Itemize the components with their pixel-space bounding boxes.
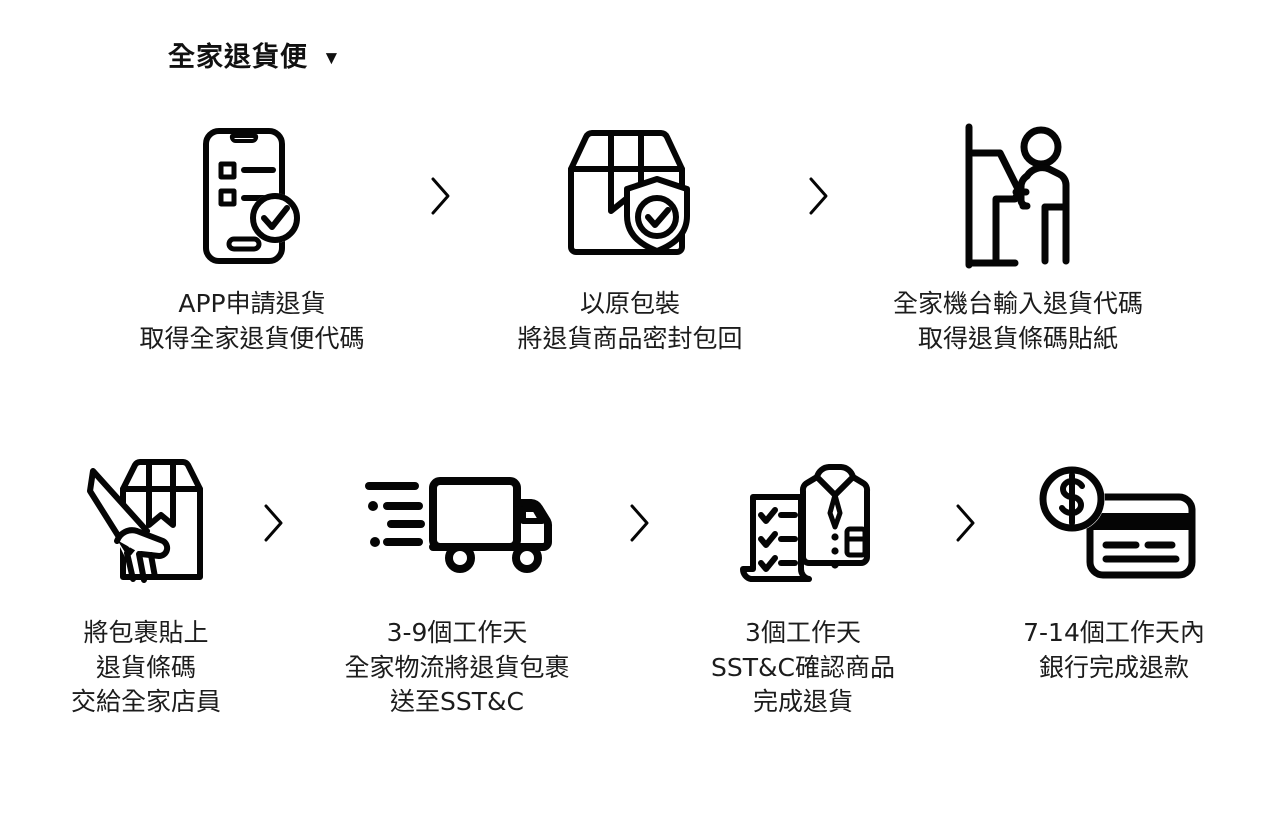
page-title-bar[interactable]: 全家退貨便 ▼ — [168, 44, 341, 71]
flow-step-5-caption: 3-9個工作天 全家物流將退貨包裹 送至SST&C — [344, 616, 569, 720]
checklist-shirt-inspection-icon — [731, 448, 876, 598]
caption-line: 送至SST&C — [390, 687, 524, 716]
flow-row-first: APP申請退貨 取得全家退貨便代碼 — [0, 118, 1280, 356]
flow-step-6: 3個工作天 SST&C確認商品 完成退貨 — [673, 448, 933, 720]
flow-step-3: 全家機台輸入退貨代碼 取得退貨條碼貼紙 — [858, 118, 1178, 356]
flow-step-2: 以原包裝 將退貨商品密封包回 — [480, 118, 780, 356]
credit-card-refund-icon — [1032, 448, 1197, 598]
chevron-right-icon — [933, 448, 999, 598]
caption-line: 退貨條碼 — [95, 652, 196, 682]
flow-row-second: 將包裹貼上 退貨條碼 交給全家店員 — [0, 448, 1280, 720]
caption-line: 將退貨商品密封包回 — [517, 323, 743, 353]
caption-line: 7-14個工作天內 — [1023, 618, 1205, 647]
caption-line: 取得全家退貨便代碼 — [139, 323, 365, 353]
caption-line: 以原包裝 — [579, 289, 680, 318]
flow-step-2-caption: 以原包裝 將退貨商品密封包回 — [517, 287, 742, 356]
caption-line: SST&C確認商品 — [711, 652, 895, 682]
phone-checklist-approved-icon — [192, 118, 312, 273]
page-title: 全家退貨便 — [168, 42, 308, 72]
caption-line: 交給全家店員 — [70, 687, 221, 716]
chevron-right-icon — [402, 118, 480, 273]
flow-step-3-caption: 全家機台輸入退貨代碼 取得退貨條碼貼紙 — [893, 287, 1143, 356]
caption-line: 完成退貨 — [752, 687, 853, 716]
caption-line: 銀行完成退款 — [1038, 652, 1189, 682]
hand-labeling-box-icon — [79, 448, 214, 598]
flow-step-1: APP申請退貨 取得全家退貨便代碼 — [102, 118, 402, 356]
chevron-right-icon — [607, 448, 673, 598]
flow-step-6-caption: 3個工作天 SST&C確認商品 完成退貨 — [711, 616, 895, 720]
flow-step-5: 3-9個工作天 全家物流將退貨包裹 送至SST&C — [307, 448, 607, 720]
sealed-box-shield-check-icon — [553, 118, 708, 273]
caption-line: APP申請退貨 — [178, 289, 326, 318]
caption-line: 3-9個工作天 — [386, 618, 528, 647]
person-at-kiosk-icon — [953, 118, 1083, 273]
flow-step-7: 7-14個工作天內 銀行完成退款 — [999, 448, 1229, 685]
chevron-down-icon[interactable]: ▼ — [322, 48, 341, 69]
chevron-right-icon — [780, 118, 858, 273]
flow-step-4: 將包裹貼上 退貨條碼 交給全家店員 — [51, 448, 241, 720]
caption-line: 全家物流將退貨包裹 — [344, 652, 570, 682]
caption-line: 3個工作天 — [745, 618, 861, 647]
caption-line: 將包裹貼上 — [83, 618, 209, 647]
chevron-right-icon — [241, 448, 307, 598]
delivery-truck-icon — [357, 448, 557, 598]
caption-line: 取得退貨條碼貼紙 — [917, 323, 1118, 353]
caption-line: 全家機台輸入退貨代碼 — [892, 289, 1143, 318]
flow-step-4-caption: 將包裹貼上 退貨條碼 交給全家店員 — [71, 616, 221, 720]
flow-step-1-caption: APP申請退貨 取得全家退貨便代碼 — [139, 287, 364, 356]
flow-step-7-caption: 7-14個工作天內 銀行完成退款 — [1023, 616, 1205, 685]
